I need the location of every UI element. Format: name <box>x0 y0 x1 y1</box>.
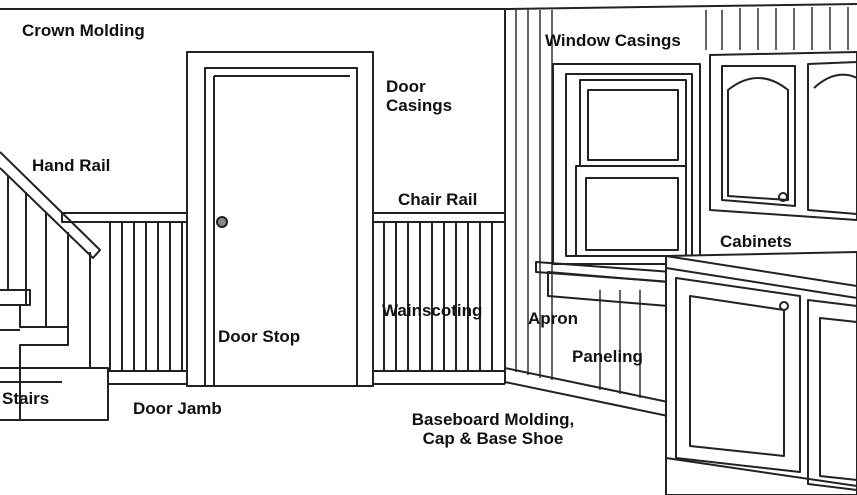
wainscoting-left <box>109 222 183 371</box>
lower-cabinets <box>665 251 857 495</box>
window-apron <box>547 271 669 307</box>
label-baseboard-line2: Cap & Base Shoe <box>422 429 564 448</box>
window <box>535 63 701 307</box>
label-window-casings: Window Casings <box>545 31 681 50</box>
chair-rail-left <box>61 212 189 223</box>
label-door-jamb: Door Jamb <box>133 399 222 418</box>
label-door-casings-line1: Door <box>386 77 426 96</box>
staircase <box>0 289 109 421</box>
label-baseboard-line1: Baseboard Molding, <box>411 410 575 429</box>
wainscoting-right <box>383 222 493 371</box>
label-cabinets: Cabinets <box>720 232 792 251</box>
label-chair-rail: Chair Rail <box>398 190 478 209</box>
baseboard-right-bottom <box>504 381 669 417</box>
label-wainscoting: Wainscoting <box>382 301 483 320</box>
label-door-casings-line2: Casings <box>386 96 453 115</box>
label-apron: Apron <box>528 309 579 328</box>
door-slab <box>204 67 358 387</box>
label-door-stop: Door Stop <box>218 327 301 346</box>
baseboard-right-top <box>504 367 669 403</box>
label-paneling: Paneling <box>572 347 643 366</box>
label-hand-rail: Hand Rail <box>32 156 111 175</box>
crown-molding-line-right <box>504 3 857 10</box>
chair-rail-right <box>371 212 506 223</box>
upper-cabinets <box>709 51 857 221</box>
door-knob <box>216 216 228 228</box>
hand-rail <box>0 151 101 368</box>
label-crown-molding: Crown Molding <box>22 21 145 40</box>
label-stairs: Stairs <box>2 389 50 408</box>
